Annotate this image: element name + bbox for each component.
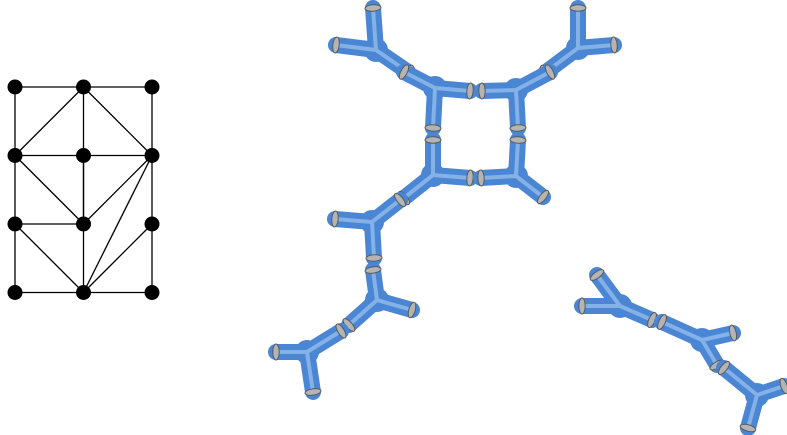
graph-edge-c2-b4 — [84, 156, 153, 293]
graph-node-b1 — [76, 80, 91, 95]
tube-end-cap — [579, 298, 585, 314]
tube-end-cap — [570, 5, 586, 11]
tube-piece-10 — [579, 268, 658, 329]
graph-edge-c3-b4 — [84, 224, 153, 293]
tube-piece-6 — [477, 136, 550, 205]
graph-node-b3 — [76, 217, 91, 232]
graph-node-b4 — [76, 285, 91, 300]
graph-node-a2 — [8, 148, 23, 163]
tube-piece-9 — [273, 323, 348, 397]
graph-edge-a2-b1 — [15, 87, 84, 156]
tube-pieces — [273, 4, 787, 433]
tube-piece-12 — [716, 360, 787, 433]
graph-node-c4 — [145, 285, 160, 300]
graph-node-c3 — [145, 217, 160, 232]
graph-node-a4 — [8, 285, 23, 300]
triangulated-grid-graph — [8, 80, 160, 301]
graph-edge-a2-b3 — [15, 156, 84, 225]
tube-end-cap — [425, 124, 441, 131]
graph-node-b2 — [76, 148, 91, 163]
tube-piece-3 — [397, 63, 473, 131]
tube-piece-7 — [331, 192, 407, 262]
graph-node-c2 — [145, 148, 160, 163]
tube-end-cap — [510, 124, 526, 131]
graph-edge-a3-b4 — [15, 224, 84, 293]
tube-end-cap — [273, 344, 279, 360]
tube-piece-4 — [479, 63, 557, 131]
graph-node-c1 — [145, 80, 160, 95]
graph-node-a3 — [8, 217, 23, 232]
tube-piece-8 — [341, 266, 417, 333]
graph-edge-b1-c2 — [84, 87, 153, 156]
tube-end-cap — [479, 83, 486, 99]
graph-edge-b3-c2 — [84, 156, 153, 225]
graph-edges — [15, 87, 152, 293]
tube-end-cap — [425, 137, 441, 143]
tube-piece-5 — [397, 137, 474, 206]
graph-node-a1 — [8, 80, 23, 95]
